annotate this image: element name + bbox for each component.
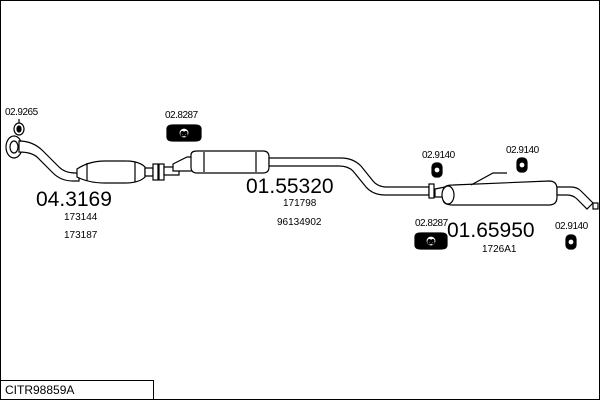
fitting-code: 02.8287	[415, 218, 449, 229]
part-number: 04.3169	[36, 188, 112, 211]
fitting-code: 02.8287	[165, 110, 199, 121]
rear-silencer	[434, 172, 599, 210]
gasket-icon	[13, 119, 25, 136]
rubber-hanger-icon	[431, 162, 443, 178]
fitting-code: 02.9265	[5, 107, 39, 118]
fitting-code: 02.9140	[422, 150, 456, 161]
clamp-label: 66	[428, 240, 435, 246]
rubber-hanger-icon	[516, 157, 528, 173]
clamp-label: 66	[181, 132, 188, 138]
rubber-hanger-icon	[565, 234, 577, 250]
part-number: 01.65950	[447, 219, 535, 242]
clamp-icon: 66	[414, 232, 448, 250]
part-number: 01.55320	[246, 175, 334, 198]
front-pipe-catalyst	[5, 135, 180, 184]
clamp-icon: 66	[166, 124, 202, 142]
part-ref: 173144	[64, 212, 98, 223]
middle-silencer-pipe	[172, 150, 435, 199]
fitting-code: 02.9140	[555, 221, 589, 232]
fitting-code: 02.9140	[506, 145, 540, 156]
part-ref: 173187	[64, 230, 98, 241]
document-code: CITR98859A	[1, 380, 154, 399]
part-ref: 1726A1	[482, 244, 517, 255]
part-ref: 171798	[283, 198, 317, 209]
part-ref: 96134902	[277, 217, 322, 228]
